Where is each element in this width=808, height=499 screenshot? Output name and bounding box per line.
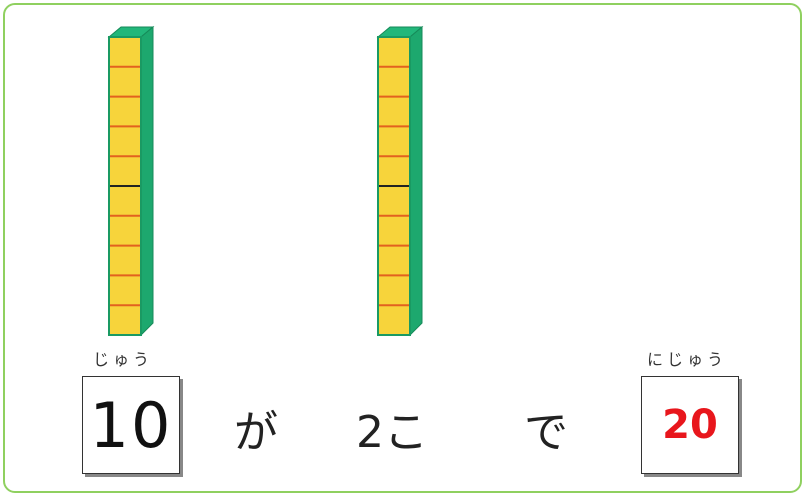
unit-cube	[380, 97, 408, 126]
unit-cube	[380, 187, 408, 215]
unit-cube	[111, 276, 139, 305]
unit-cube	[111, 67, 139, 96]
unit-cube	[111, 97, 139, 126]
rod-side-face	[409, 25, 423, 337]
ten-rod-2	[376, 25, 424, 337]
unit-cube	[111, 216, 139, 245]
answer-box: 20	[641, 376, 739, 474]
answer-twenty: 20	[662, 402, 718, 448]
particle-de: で	[524, 407, 568, 458]
unit-cube	[380, 276, 408, 305]
rod-side-face	[140, 25, 154, 337]
unit-cube	[380, 157, 408, 185]
unit-cube	[111, 246, 139, 275]
number-ten: 10	[89, 388, 173, 462]
unit-cube	[380, 38, 408, 66]
unit-cube	[380, 67, 408, 96]
number-box-ten: 10	[82, 376, 180, 474]
ruby-juu: じゅう	[93, 350, 154, 369]
unit-cube	[380, 216, 408, 245]
unit-cube	[111, 187, 139, 215]
unit-cube	[380, 246, 408, 275]
worksheet-frame	[3, 3, 802, 493]
ten-rod-1	[107, 25, 155, 337]
unit-cube	[111, 306, 139, 334]
ruby-nijuu: にじゅう	[647, 350, 728, 369]
unit-cube	[111, 38, 139, 66]
count-two: 2こ	[356, 407, 428, 458]
unit-cube	[111, 157, 139, 185]
particle-ga: が	[234, 407, 278, 458]
unit-cube	[380, 127, 408, 156]
unit-cube	[380, 306, 408, 334]
unit-cube	[111, 127, 139, 156]
